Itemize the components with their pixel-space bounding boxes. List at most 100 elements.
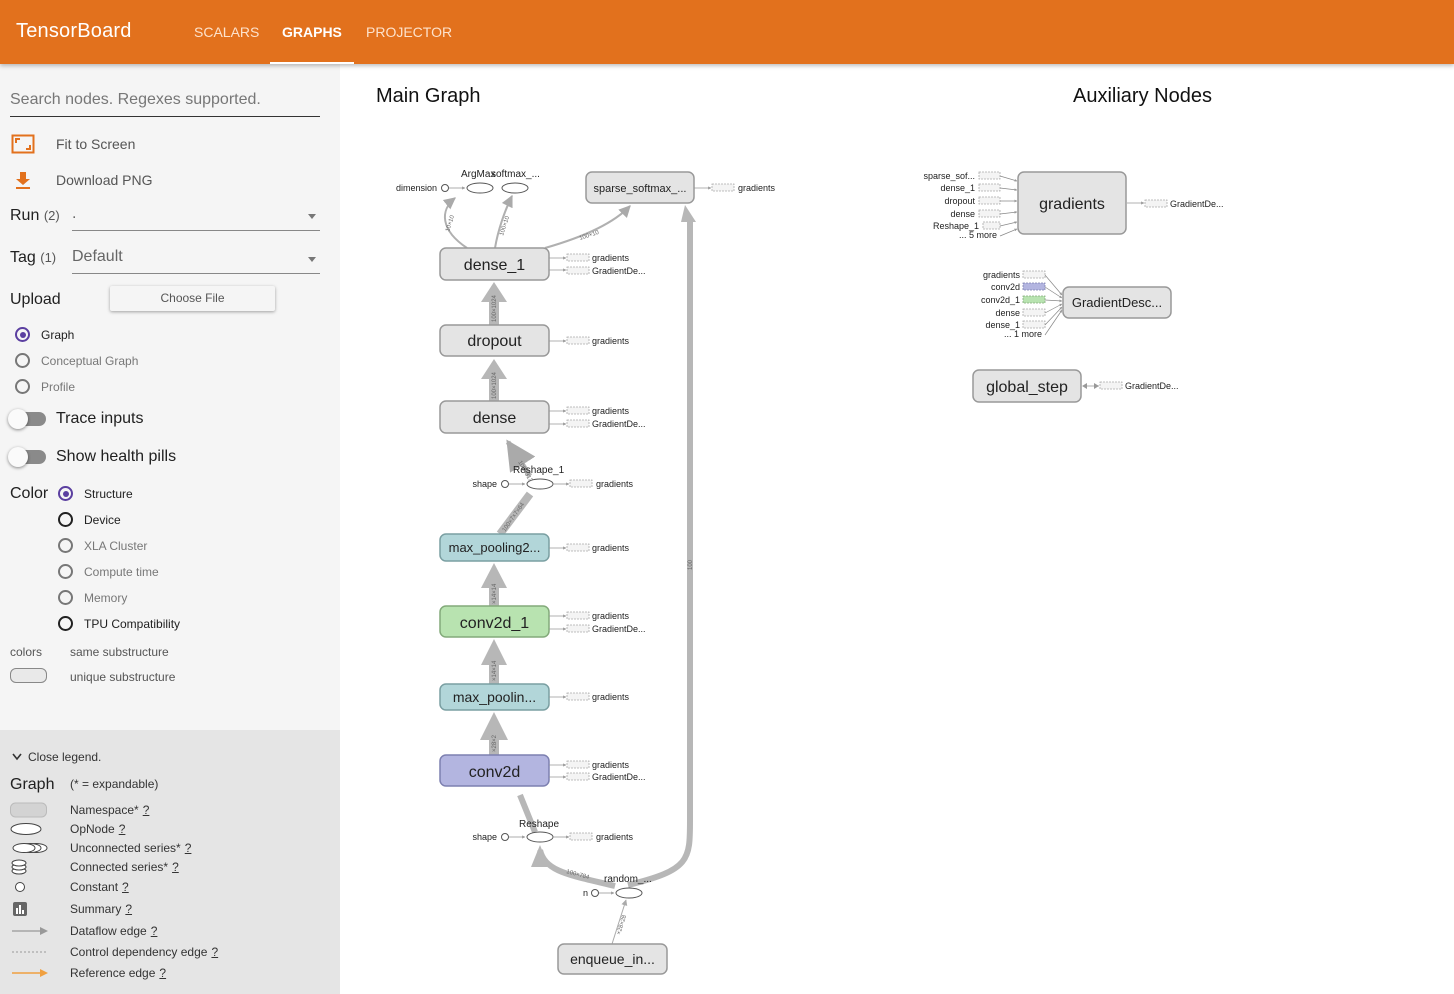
- control-edge-icon: [10, 943, 50, 961]
- aux-input-label: ... 1 more: [1004, 329, 1042, 339]
- radio-profile-label: Profile: [41, 379, 76, 394]
- upload-label: Upload: [10, 291, 61, 308]
- radio-circle-icon: [58, 486, 73, 501]
- download-png-label: Download PNG: [56, 172, 153, 188]
- legend-opnode-label: OpNode: [70, 822, 115, 836]
- aux-input-label: ... 5 more: [959, 230, 997, 240]
- node-label: max_poolin...: [453, 689, 536, 705]
- choose-file-button[interactable]: Choose File: [110, 286, 275, 311]
- radio-graph[interactable]: Graph: [15, 327, 74, 342]
- constant-icon: [10, 878, 50, 896]
- edge-label: 10×10: [445, 214, 456, 233]
- radio-color-tpu[interactable]: TPU Compatibility: [58, 616, 180, 631]
- legend-reference-label: Reference edge: [70, 966, 156, 980]
- color-label: Color: [10, 485, 49, 502]
- arrow-head: [481, 639, 507, 665]
- edge-conv2d-maxpool: [489, 738, 499, 755]
- help-link[interactable]: ?: [142, 803, 150, 817]
- help-link[interactable]: ?: [159, 966, 167, 980]
- help-link[interactable]: ?: [184, 841, 192, 855]
- help-link[interactable]: ?: [172, 860, 179, 874]
- node-dropout[interactable]: [439, 324, 550, 357]
- tab-scalars[interactable]: SCALARS: [194, 24, 260, 40]
- stub-label: gradients: [596, 832, 634, 842]
- node-dimension[interactable]: [441, 184, 449, 192]
- node-argmax[interactable]: [466, 182, 494, 194]
- edge-label: 100×1024: [492, 294, 498, 322]
- aux-input-label: sparse_sof...: [923, 171, 975, 181]
- node-reshape-1[interactable]: [526, 478, 554, 490]
- trace-inputs-toggle[interactable]: Trace inputs: [8, 409, 144, 429]
- radio-conceptual-graph[interactable]: Conceptual Graph: [15, 353, 138, 368]
- radio-circle-icon: [15, 379, 30, 394]
- edge-dense-dropout: [489, 377, 499, 402]
- radio-profile[interactable]: Profile: [15, 379, 75, 394]
- trace-inputs-label: Trace inputs: [56, 410, 144, 427]
- stub-gradient-de: [1144, 199, 1168, 208]
- arrow-head: [480, 712, 508, 740]
- tab-graphs[interactable]: GRAPHS: [270, 0, 354, 64]
- stub-label: gradients: [592, 336, 630, 346]
- help-link[interactable]: ?: [150, 924, 158, 938]
- radio-color-device[interactable]: Device: [58, 512, 121, 527]
- node-n[interactable]: [591, 889, 599, 897]
- graph-canvas[interactable]: Main Graph Auxiliary Nodes: [340, 64, 1454, 994]
- aux-node-gradient-descent[interactable]: [1062, 286, 1172, 319]
- color-tpu-label: TPU Compatibility: [84, 616, 181, 631]
- fit-to-screen-button[interactable]: Fit to Screen: [10, 133, 135, 155]
- node-conv2d[interactable]: [439, 754, 550, 787]
- node-conv2d-1[interactable]: [439, 605, 550, 638]
- aux-node-gradients[interactable]: [1017, 171, 1127, 235]
- node-dense-1[interactable]: [439, 247, 550, 281]
- radio-color-compute-time[interactable]: Compute time: [58, 564, 159, 579]
- graph-legend: Close legend. Graph (* = expandable) Nam…: [0, 730, 340, 994]
- stub-gradient-de: [566, 266, 590, 275]
- legend-connected-label: Connected series*: [70, 860, 169, 874]
- node-reshape[interactable]: [526, 831, 554, 843]
- node-softmax[interactable]: [501, 182, 529, 194]
- fit-screen-icon: [10, 133, 36, 155]
- search-input[interactable]: [10, 91, 320, 109]
- radio-graph-label: Graph: [41, 327, 75, 342]
- stub-label: gradients: [592, 543, 630, 553]
- radio-color-xla[interactable]: XLA Cluster: [58, 538, 147, 553]
- help-link[interactable]: ?: [125, 902, 133, 916]
- node-label: n: [583, 888, 588, 898]
- stub-gradients: [566, 611, 590, 620]
- stub-label: GradientDe...: [592, 624, 646, 634]
- node-label: Reshape: [519, 819, 559, 830]
- node-random[interactable]: [615, 887, 643, 899]
- search-field[interactable]: [10, 91, 320, 117]
- edge-label: ×28×2: [492, 734, 498, 752]
- node-shape[interactable]: [501, 833, 509, 841]
- node-max-pooling2[interactable]: [439, 533, 550, 562]
- node-sparse-softmax[interactable]: [585, 171, 695, 204]
- node-shape-1[interactable]: [501, 480, 509, 488]
- tag-select[interactable]: Default: [72, 248, 320, 274]
- download-png-button[interactable]: Download PNG: [10, 169, 153, 191]
- radio-color-structure[interactable]: Structure: [58, 486, 133, 501]
- close-legend-label: Close legend.: [28, 750, 102, 764]
- tag-select-value: Default: [72, 248, 123, 265]
- radio-circle-icon: [15, 327, 30, 342]
- aux-node-global-step[interactable]: [972, 369, 1082, 403]
- stub-label: gradients: [592, 406, 630, 416]
- help-link[interactable]: ?: [211, 945, 219, 959]
- connected-series-icon: [10, 858, 50, 876]
- stub-label: gradients: [592, 253, 630, 263]
- stub-gradients: [566, 336, 590, 345]
- edge-random-sparse: [627, 220, 693, 888]
- radio-color-memory[interactable]: Memory: [58, 590, 127, 605]
- chevron-down-icon: [308, 257, 316, 262]
- node-label: shape: [472, 832, 497, 842]
- help-link[interactable]: ?: [118, 822, 126, 836]
- tab-projector[interactable]: PROJECTOR: [366, 24, 453, 40]
- node-label: shape: [472, 479, 497, 489]
- help-link[interactable]: ?: [122, 880, 129, 894]
- node-dense[interactable]: [439, 400, 550, 434]
- legend-dataflow-label: Dataflow edge: [70, 924, 147, 938]
- health-pills-toggle[interactable]: Show health pills: [8, 447, 176, 467]
- run-select[interactable]: .: [72, 205, 320, 231]
- close-legend-button[interactable]: Close legend.: [12, 750, 101, 764]
- node-enqueue[interactable]: [557, 943, 668, 975]
